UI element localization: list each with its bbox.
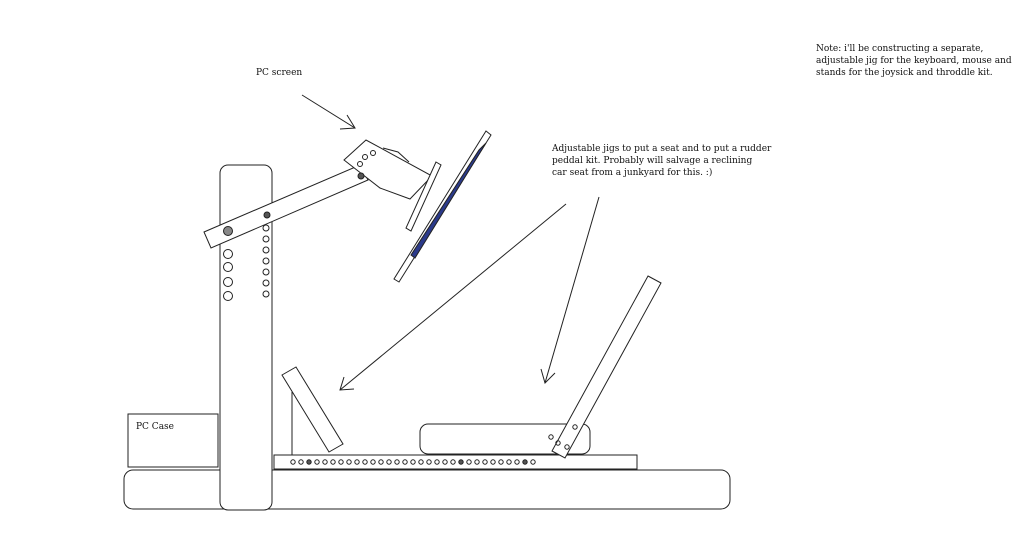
seat-jig-left	[282, 367, 343, 452]
rail-hole	[323, 460, 327, 464]
seat-rail-holes	[291, 460, 535, 464]
pedal-hole	[556, 441, 560, 445]
post-holes-left	[224, 250, 233, 301]
rail-hole	[387, 460, 391, 464]
rail-hole	[467, 460, 471, 464]
rail-hole	[403, 460, 407, 464]
base-platform	[124, 470, 730, 509]
arm-pivot-hole	[224, 227, 233, 236]
mount-top-edge	[383, 148, 409, 162]
rail-hole	[371, 460, 375, 464]
rail-hole	[339, 460, 343, 464]
rail-hole	[451, 460, 455, 464]
mount-hole	[358, 173, 364, 179]
rail-hole	[395, 460, 399, 464]
rail-hole	[483, 460, 487, 464]
rail-hole	[523, 460, 527, 464]
rail-hole	[291, 460, 295, 464]
rail-hole	[443, 460, 447, 464]
rail-hole	[307, 460, 311, 464]
mount-hole	[371, 151, 376, 156]
rail-hole	[315, 460, 319, 464]
arrow-seat	[340, 204, 566, 390]
rail-hole	[355, 460, 359, 464]
pc-case-label: PC Case	[136, 422, 174, 432]
rail-hole	[531, 460, 535, 464]
rail-hole	[299, 460, 303, 464]
monitor-arm	[204, 165, 368, 248]
pedal-arm	[552, 276, 661, 458]
jigs-note: Adjustable jigs to put a seat and to put…	[552, 144, 772, 178]
monitor-backplate	[406, 162, 441, 231]
pedal-hole	[573, 425, 577, 429]
vertical-post	[220, 165, 272, 510]
pc-case-box	[128, 414, 218, 467]
rail-hole	[427, 460, 431, 464]
mount-hole	[358, 162, 363, 167]
rudder-pedal-base	[420, 424, 590, 454]
rail-hole	[435, 460, 439, 464]
rail-hole	[411, 460, 415, 464]
rail-hole	[419, 460, 423, 464]
pc-screen-display	[411, 143, 486, 258]
pedal-hole	[549, 435, 553, 439]
arrow-pedal	[541, 197, 599, 383]
mount-hole	[363, 155, 368, 160]
rail-hole	[491, 460, 495, 464]
rail-hole	[499, 460, 503, 464]
rail-hole	[379, 460, 383, 464]
arrow-screen	[302, 95, 355, 129]
rail-hole	[363, 460, 367, 464]
rail-hole	[507, 460, 511, 464]
rail-hole	[459, 460, 463, 464]
pedal-hole	[565, 445, 569, 449]
post-holes-right	[263, 225, 269, 297]
rail-hole	[347, 460, 351, 464]
arm-hole	[264, 212, 270, 218]
rail-hole	[331, 460, 335, 464]
rail-hole	[475, 460, 479, 464]
top-note: Note: i'll be constructing a separate, a…	[816, 44, 1012, 78]
rail-hole	[515, 460, 519, 464]
pc-screen-label: PC screen	[256, 68, 303, 78]
